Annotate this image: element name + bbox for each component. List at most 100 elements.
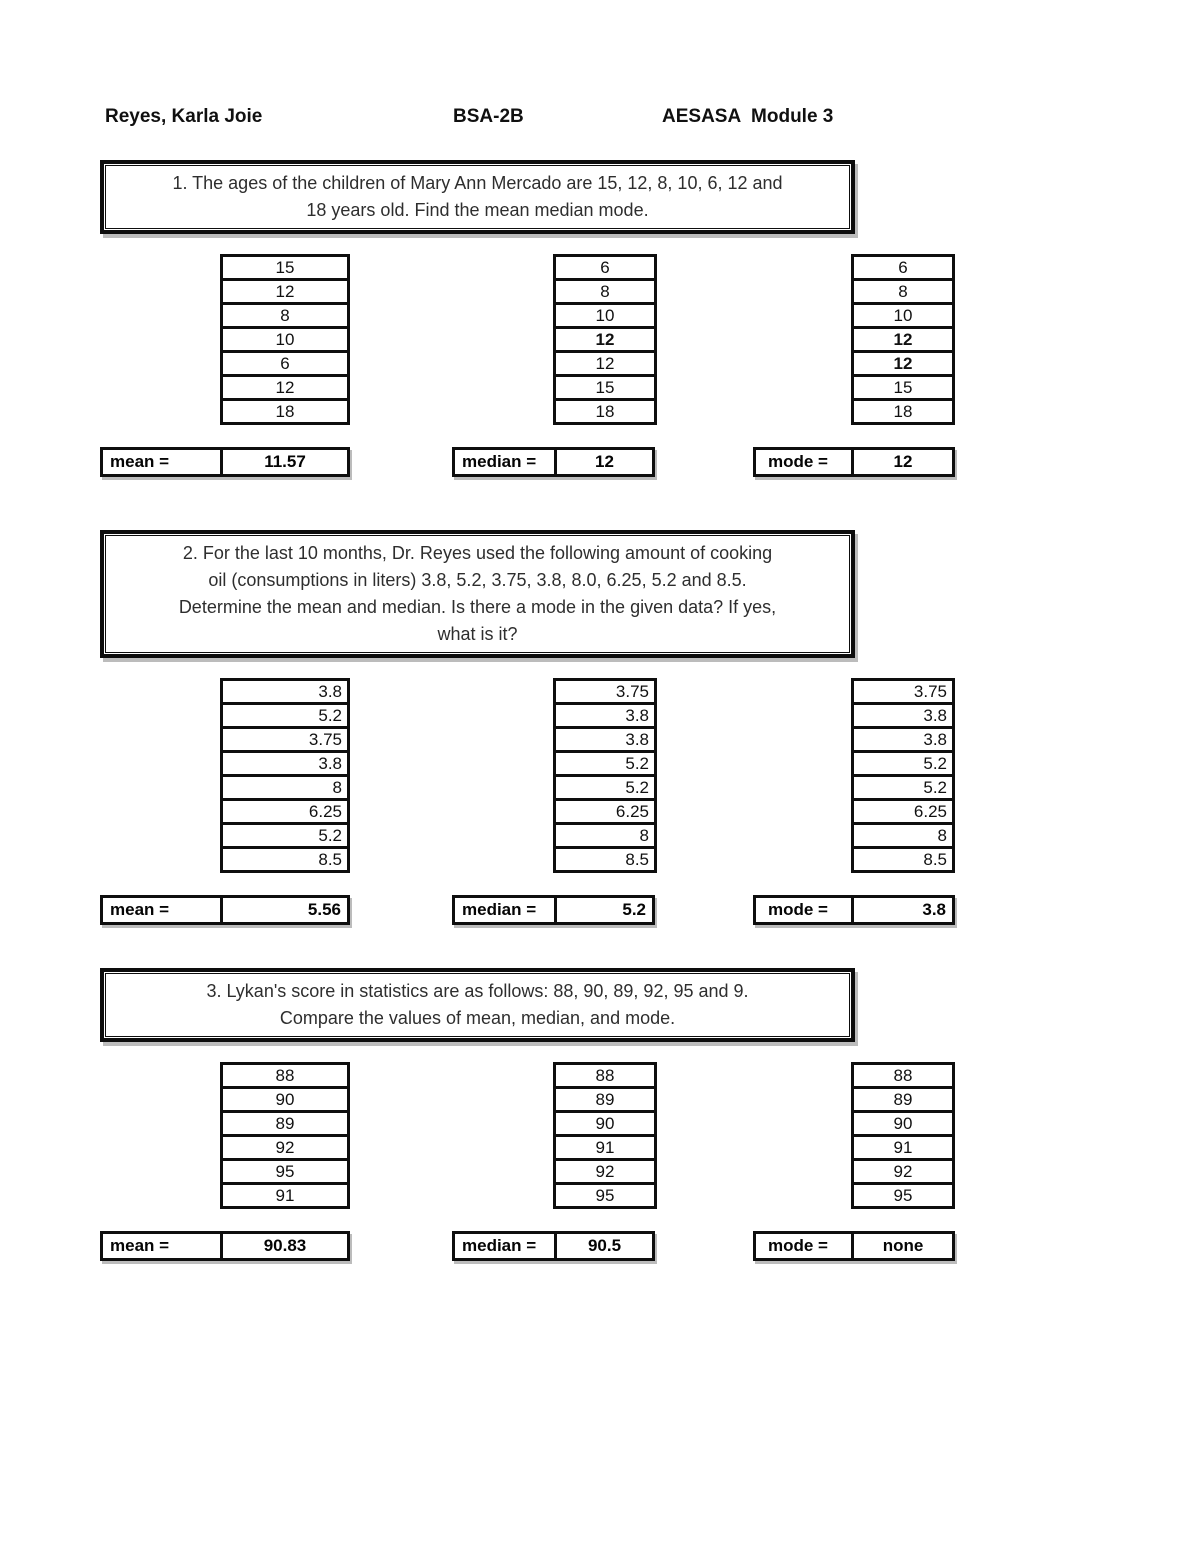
problem-statement-text: 3. Lykan's score in statistics are as fo…: [206, 981, 749, 1028]
value-row: 12: [553, 350, 657, 377]
mode-result-box: mode = none: [753, 1231, 955, 1261]
problem-statement-box: 2. For the last 10 months, Dr. Reyes use…: [100, 530, 855, 658]
value-cell: 8.5: [220, 846, 350, 873]
value-row: 3.8: [553, 702, 657, 729]
result-label: mode =: [756, 450, 854, 474]
value-cell: 8: [553, 278, 657, 305]
value-cell: 3.8: [220, 750, 350, 777]
value-row: 6.25: [553, 798, 657, 825]
median-result-box: median = 12: [452, 447, 655, 477]
result-label: median =: [455, 898, 557, 922]
value-cell: 92: [220, 1134, 350, 1161]
problem-statement-inner-border: 2. For the last 10 months, Dr. Reyes use…: [105, 535, 850, 653]
value-cell: 12: [553, 326, 657, 353]
value-row: 8: [220, 302, 350, 329]
value-row: 6: [220, 350, 350, 377]
value-row: 8: [220, 774, 350, 801]
value-cell: 5.2: [220, 702, 350, 729]
problem-1: 1. The ages of the children of Mary Ann …: [0, 160, 1200, 477]
result-label: mean =: [103, 1234, 223, 1258]
value-cell: 5.2: [553, 750, 657, 777]
value-row: 8.5: [220, 846, 350, 873]
problem-statement-inner-border: 1. The ages of the children of Mary Ann …: [105, 165, 850, 229]
problem-statement-text: 1. The ages of the children of Mary Ann …: [172, 173, 783, 220]
value-cell: 12: [851, 350, 955, 377]
value-row: 3.8: [851, 726, 955, 753]
value-cell: 8: [851, 822, 955, 849]
mean-result-box: mean = 90.83: [100, 1231, 350, 1261]
median-result-box: median = 90.5: [452, 1231, 655, 1261]
value-cell: 12: [553, 350, 657, 377]
value-row: 90: [553, 1110, 657, 1137]
value-cell: 18: [851, 398, 955, 425]
value-cell: 6.25: [851, 798, 955, 825]
value-cell: 10: [220, 326, 350, 353]
value-row: 92: [553, 1158, 657, 1185]
module-title: AESASA Module 3: [662, 106, 834, 127]
value-cell: 3.8: [553, 702, 657, 729]
result-value: 3.8: [922, 900, 946, 919]
value-row: 12: [553, 326, 657, 353]
value-row: 8.5: [553, 846, 657, 873]
results-row: mean = 90.83 median = 90.5 mode = none: [0, 1231, 1200, 1261]
class-section: BSA-2B: [453, 106, 524, 127]
value-row: 6: [851, 254, 955, 281]
value-row: 95: [553, 1182, 657, 1209]
value-cell: 10: [553, 302, 657, 329]
result-label: mode =: [756, 1234, 854, 1258]
value-row: 88: [851, 1062, 955, 1089]
mean-result-box: mean = 5.56: [100, 895, 350, 925]
mode-result-box: mode = 12: [753, 447, 955, 477]
value-cell: 5.2: [851, 774, 955, 801]
value-row: 5.2: [851, 774, 955, 801]
value-row: 88: [553, 1062, 657, 1089]
value-row: 5.2: [553, 750, 657, 777]
value-cell: 5.2: [851, 750, 955, 777]
value-row: 90: [220, 1086, 350, 1113]
value-row: 91: [220, 1182, 350, 1209]
value-cell: 8: [220, 302, 350, 329]
problem-statement-text: 2. For the last 10 months, Dr. Reyes use…: [178, 543, 777, 644]
value-cell: 91: [220, 1182, 350, 1209]
result-label: mode =: [756, 898, 854, 922]
value-row: 3.8: [553, 726, 657, 753]
result-label: median =: [455, 450, 557, 474]
result-label: mean =: [103, 450, 223, 474]
value-cell: 91: [553, 1134, 657, 1161]
value-row: 95: [851, 1182, 955, 1209]
value-cell: 3.8: [553, 726, 657, 753]
value-cell: 5.2: [553, 774, 657, 801]
value-cell: 15: [851, 374, 955, 401]
value-cell: 6.25: [553, 798, 657, 825]
value-row: 5.2: [220, 702, 350, 729]
value-row: 10: [553, 302, 657, 329]
value-row: 12: [851, 350, 955, 377]
result-value: 90.83: [263, 1236, 307, 1255]
value-row: 15: [553, 374, 657, 401]
value-row: 10: [220, 326, 350, 353]
value-cell: 15: [553, 374, 657, 401]
value-row: 5.2: [851, 750, 955, 777]
problem-statement-inner-border: 3. Lykan's score in statistics are as fo…: [105, 973, 850, 1037]
value-cell: 12: [220, 278, 350, 305]
result-value: 11.57: [264, 452, 306, 471]
value-row: 89: [220, 1110, 350, 1137]
problem-2: 2. For the last 10 months, Dr. Reyes use…: [0, 530, 1200, 925]
value-row: 3.8: [220, 750, 350, 777]
mode-result-box: mode = 3.8: [753, 895, 955, 925]
value-row: 15: [851, 374, 955, 401]
value-row: 91: [553, 1134, 657, 1161]
value-cell: 8: [553, 822, 657, 849]
value-cell: 8: [851, 278, 955, 305]
value-cell: 18: [553, 398, 657, 425]
result-value: 12: [595, 452, 614, 471]
value-row: 8: [851, 822, 955, 849]
